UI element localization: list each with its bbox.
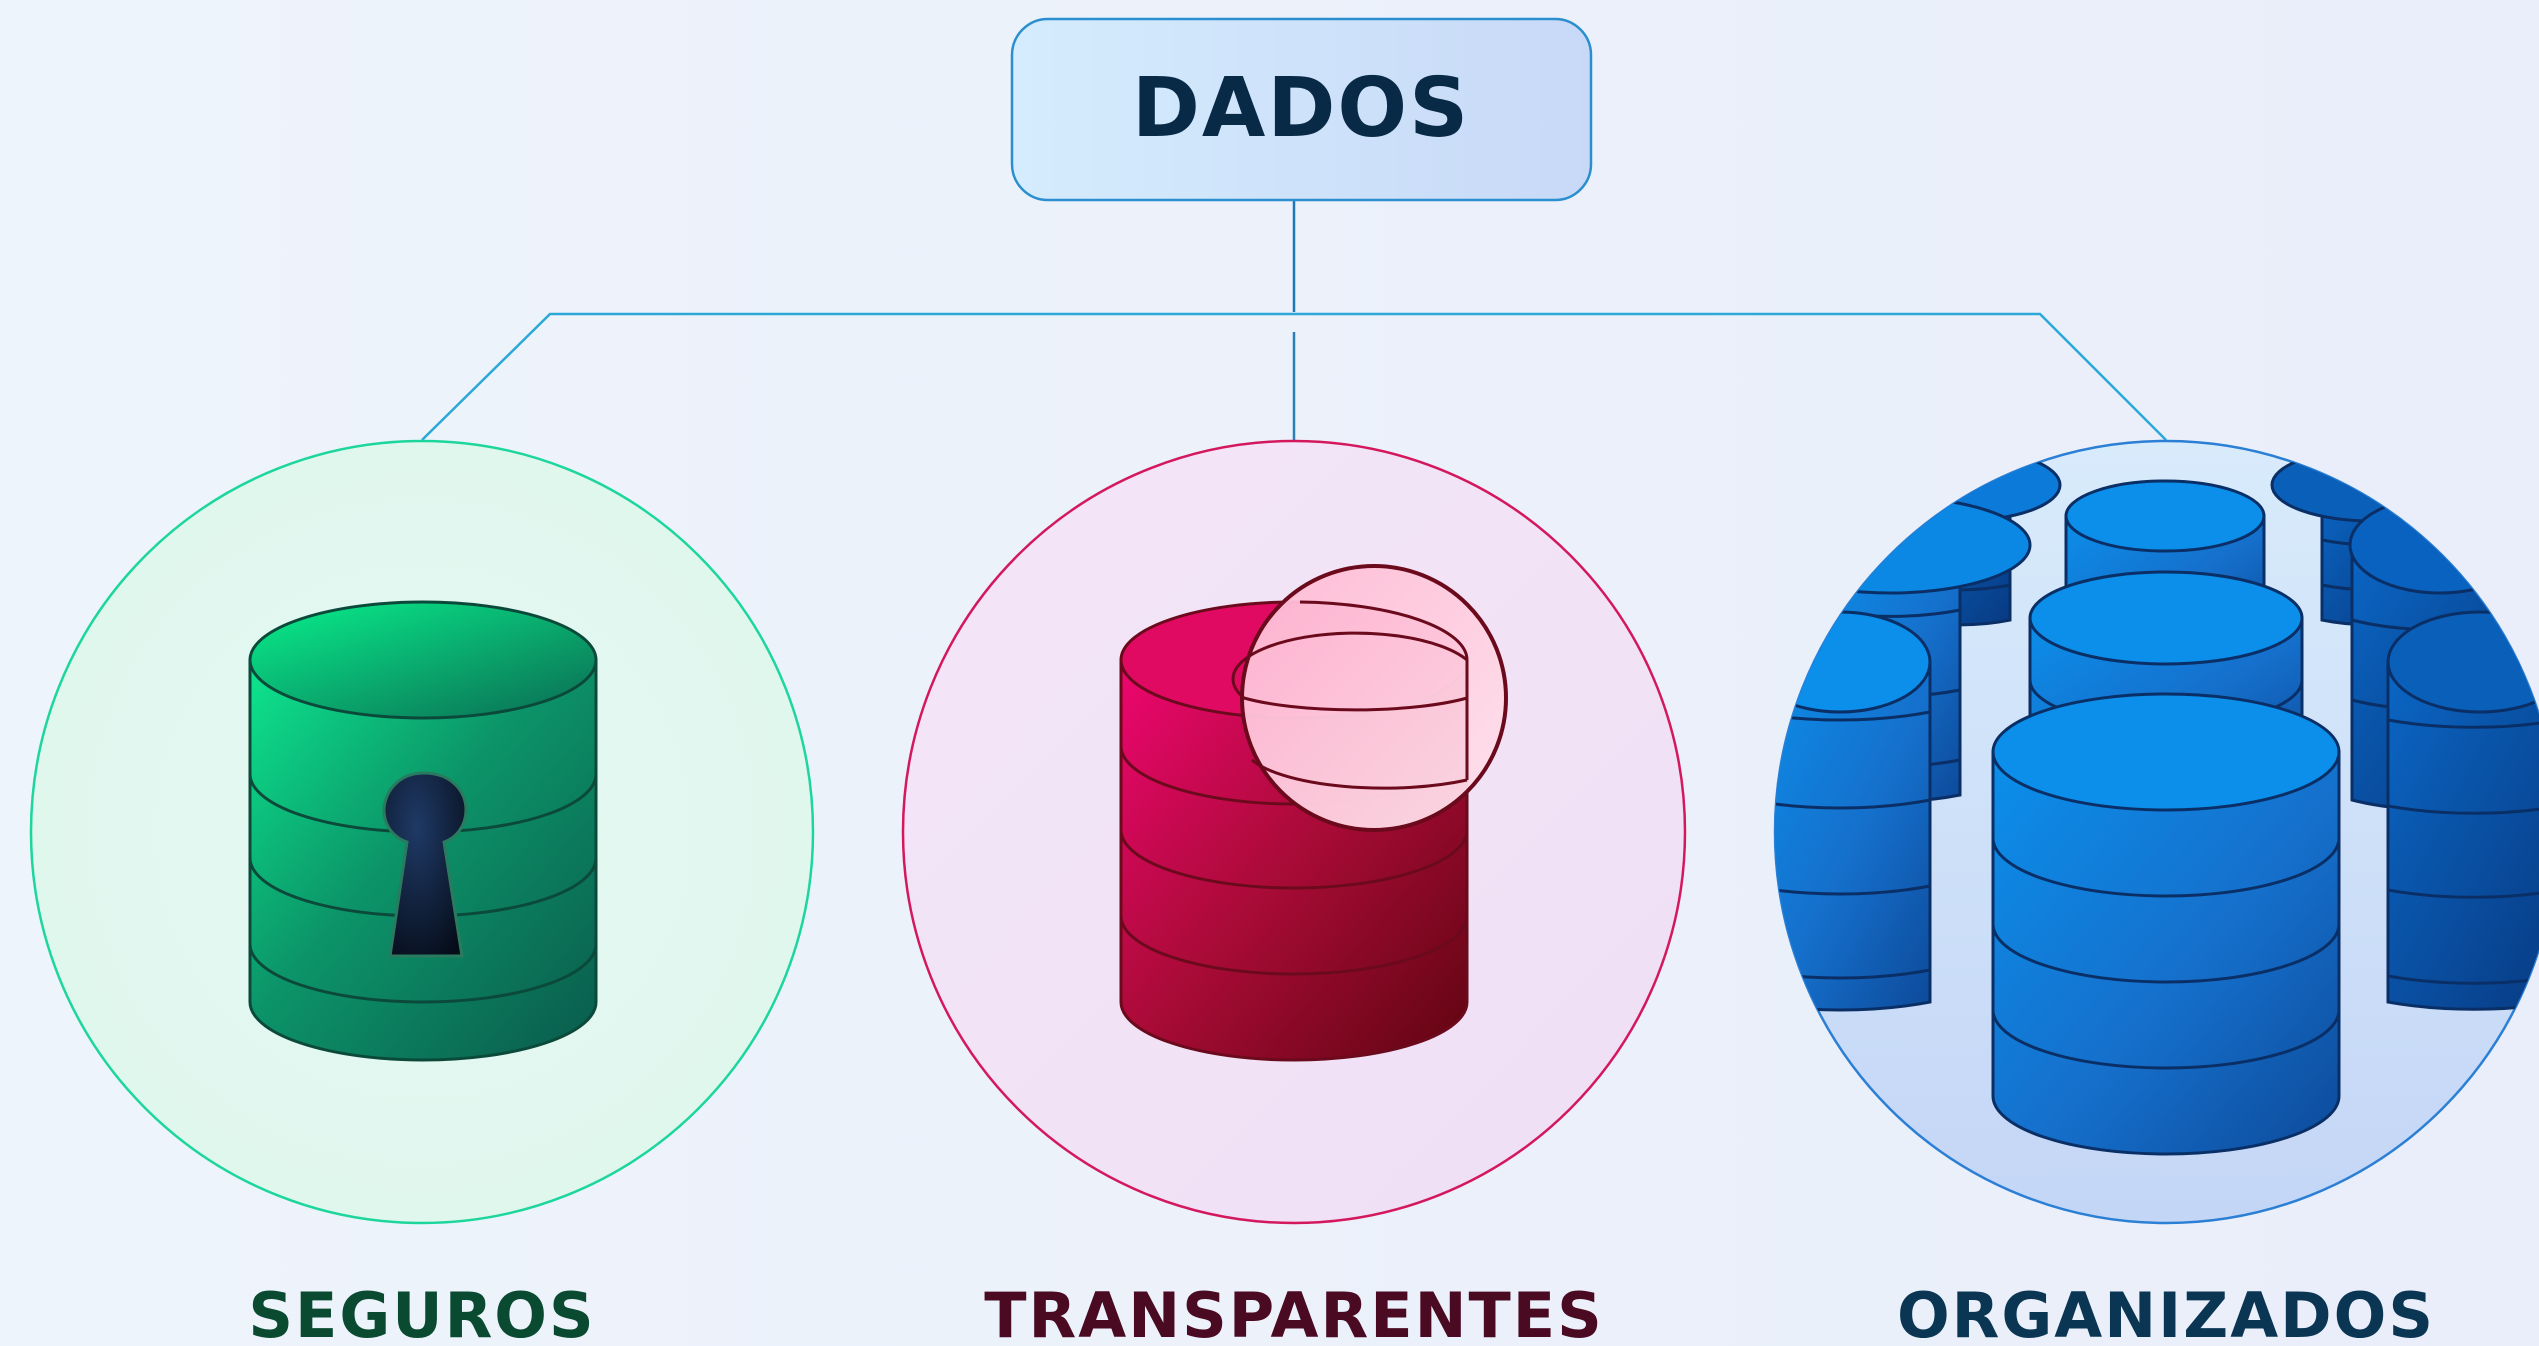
organized-databases-icon <box>1775 447 2539 1156</box>
node-seguros-label: SEGUROS <box>248 1279 595 1346</box>
node-transparentes-label: TRANSPARENTES <box>984 1279 1604 1346</box>
transparent-database-icon <box>1119 564 1508 1062</box>
magnifier-lens-icon <box>1231 564 1508 832</box>
root-title: DADOS <box>1132 61 1470 156</box>
node-organizados-label: ORGANIZADOS <box>1897 1279 2435 1346</box>
database-stack-front-center <box>1991 692 2341 1156</box>
node-seguros: SEGUROS <box>29 439 815 1346</box>
connector-lines <box>421 200 2167 441</box>
root-node: DADOS <box>1010 17 1593 202</box>
database-stack-front-right <box>2386 610 2539 1011</box>
keyhole-icon <box>382 771 468 958</box>
node-transparentes: TRANSPARENTES <box>901 439 1687 1346</box>
locked-database-icon <box>248 600 598 1062</box>
node-organizados: ORGANIZADOS <box>1773 439 2539 1346</box>
